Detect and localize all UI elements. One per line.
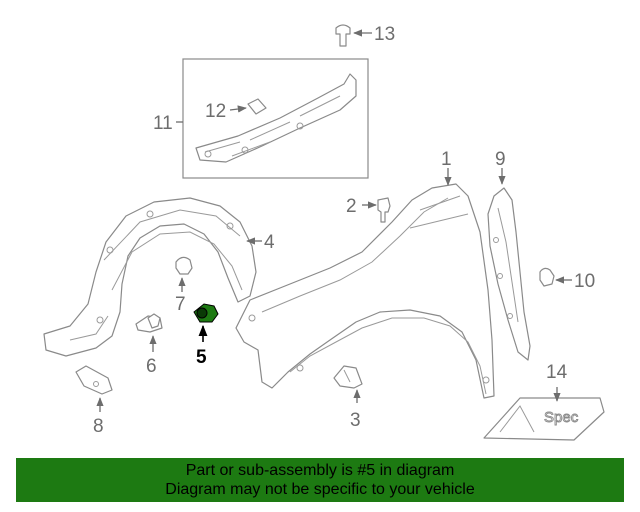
emblem-14[interactable]: Spec 14 [483,362,605,441]
callout-4: 4 [264,232,275,253]
callout-14: 14 [546,362,568,383]
callout-7: 7 [175,294,186,315]
pad-12 [247,98,267,115]
banner-line-1: Part or sub-assembly is #5 in diagram [185,462,455,479]
clip-13[interactable]: 13 [335,24,395,47]
callout-3: 3 [350,410,361,431]
callout-11: 11 [153,113,173,134]
callout-2: 2 [346,196,357,217]
clip-5-highlighted[interactable]: 5 [193,303,219,368]
clip-10[interactable]: 10 [539,267,595,292]
callout-6: 6 [146,356,157,377]
bracket-8[interactable]: 8 [75,365,113,437]
fender-reinforcement-11[interactable]: 11 12 [153,58,369,179]
callout-12: 12 [205,101,226,122]
callout-10: 10 [574,271,595,292]
bolt-2[interactable]: 2 [346,196,391,223]
callout-1: 1 [441,149,452,170]
fender-1[interactable]: 1 [235,149,495,399]
bolt-6[interactable]: 6 [135,313,163,377]
parts-diagram: 13 11 12 1 2 3 [43,24,605,441]
emblem-text: Spec [544,409,579,426]
callout-13: 13 [374,24,395,45]
splash-shield-9[interactable]: 9 [487,149,531,361]
info-banner: Part or sub-assembly is #5 in diagram Di… [16,458,624,502]
banner-line-2: Diagram may not be specific to your vehi… [165,481,475,498]
clip-7[interactable]: 7 [175,256,193,315]
bracket-3[interactable]: 3 [333,365,363,431]
fender-liner-4[interactable]: 4 [43,197,275,357]
callout-5: 5 [196,347,207,368]
callout-9: 9 [495,149,506,170]
callout-8: 8 [93,416,104,437]
